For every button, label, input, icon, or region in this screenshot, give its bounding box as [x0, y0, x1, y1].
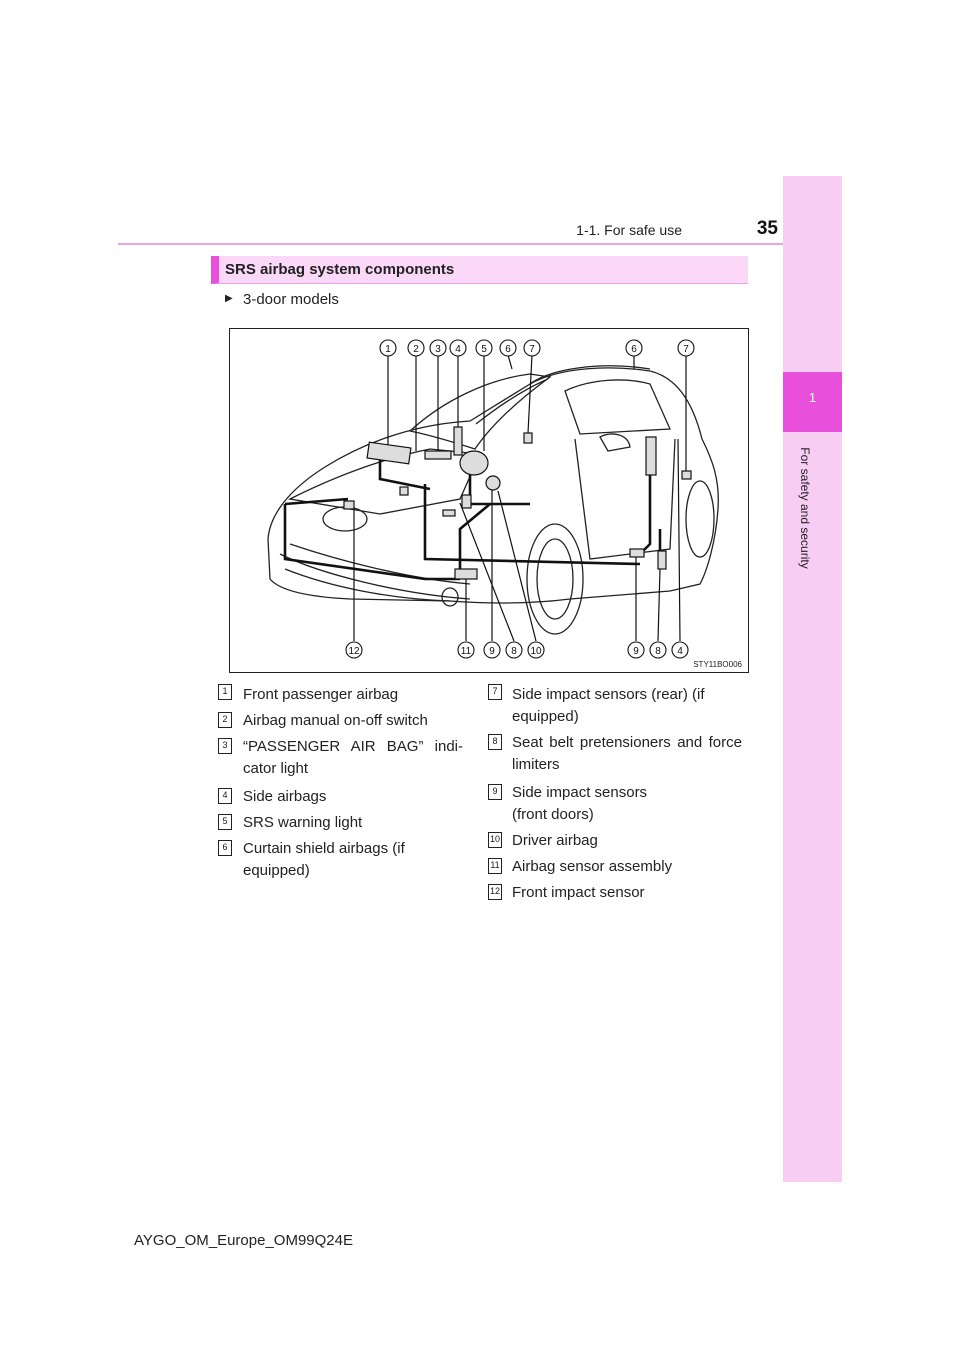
legend-num-3: 3: [218, 738, 232, 754]
callout-9: 9: [489, 646, 495, 657]
bullet-arrow-icon: ▶: [225, 293, 233, 304]
legend-text-11: Airbag sensor assembly: [512, 858, 673, 875]
callout-8b: 8: [655, 646, 661, 657]
callout-2: 2: [413, 344, 419, 355]
callout-11: 11: [461, 646, 472, 657]
legend-num-4: 4: [218, 788, 232, 804]
callout-8: 8: [511, 646, 517, 657]
callout-3: 3: [435, 344, 441, 355]
legend-text-8: Seat belt pretensioners and force limite…: [512, 734, 742, 773]
chapter-side-tab[interactable]: [783, 176, 842, 1182]
document-footer-code: AYGO_OM_Europe_OM99Q24E: [134, 1232, 353, 1249]
header-rule: [118, 243, 842, 245]
section-heading: SRS airbag system components: [225, 261, 455, 278]
legend-text-2: Airbag manual on-off switch: [243, 712, 428, 729]
callout-10: 10: [530, 646, 542, 657]
callout-6b: 6: [631, 344, 637, 355]
callout-5: 5: [481, 344, 487, 355]
callout-4: 4: [455, 344, 461, 355]
airbag-components-diagram: 1 2 3 4 5 6 7 6 7 12 11 9 8 10 9 8 4 STY…: [229, 328, 749, 673]
legend-text-9: Side impact sensors (front doors): [512, 784, 648, 823]
legend-text-3: “PASSENGER AIR BAG” indi-cator light: [243, 738, 463, 777]
legend-num-10: 10: [488, 832, 502, 848]
page-number: 35: [756, 218, 778, 239]
legend-num-5: 5: [218, 814, 232, 830]
chapter-tab-active-marker[interactable]: [783, 372, 842, 432]
diagram-code: STY11BO006: [693, 660, 742, 669]
legend-text-10: Driver airbag: [512, 832, 598, 849]
section-heading-box: [211, 256, 748, 284]
legend-num-7: 7: [488, 684, 502, 700]
legend-num-1: 1: [218, 684, 232, 700]
legend-text-4: Side airbags: [243, 788, 327, 805]
legend-text-5: SRS warning light: [243, 814, 363, 831]
legend-num-12: 12: [488, 884, 502, 900]
callout-4b: 4: [677, 646, 683, 657]
legend-num-11: 11: [488, 858, 502, 874]
model-bullet-text: 3-door models: [243, 291, 339, 308]
legend-text-12: Front impact sensor: [512, 884, 645, 901]
callout-7: 7: [529, 344, 535, 355]
chapter-number: 1: [808, 390, 817, 405]
legend-num-9: 9: [488, 784, 502, 800]
callout-1: 1: [385, 344, 391, 355]
legend-text-6: Curtain shield airbags (if equipped): [243, 840, 405, 879]
callout-9b: 9: [633, 646, 639, 657]
legend-num-8: 8: [488, 734, 502, 750]
chapter-title: For safety and security: [798, 447, 812, 569]
header-section-title: 1-1. For safe use: [576, 222, 682, 238]
callout-7b: 7: [683, 344, 689, 355]
legend-text-7: Side impact sensors (rear) (if equipped): [512, 686, 705, 725]
callout-6: 6: [505, 344, 511, 355]
legend-num-2: 2: [218, 712, 232, 728]
legend-text-1: Front passenger airbag: [243, 686, 399, 703]
callout-12: 12: [348, 646, 360, 657]
car-illustration: 1 2 3 4 5 6 7 6 7 12 11 9 8 10 9 8 4: [267, 339, 719, 659]
legend-num-6: 6: [218, 840, 232, 856]
